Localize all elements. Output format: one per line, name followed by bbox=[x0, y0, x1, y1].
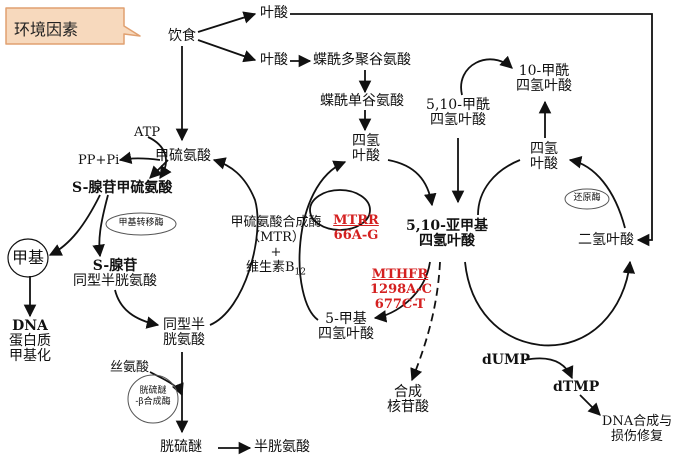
node-pteroylpolyglutamate: 蝶酰多聚谷氨酸 bbox=[313, 52, 411, 68]
node-dna-repair: DNA合成与损伤修复 bbox=[601, 414, 673, 444]
node-serine: 丝氨酸 bbox=[110, 360, 150, 375]
arrow-methenyl-formyl bbox=[460, 55, 513, 96]
node-nucleotide-synthesis: 合成核苷酸 bbox=[387, 384, 429, 415]
node-methyl: 甲基 bbox=[11, 248, 44, 267]
node-dtmp: dTMP bbox=[553, 379, 600, 395]
arrow-methionine-sam bbox=[149, 159, 169, 179]
node-folate-top: 叶酸 bbox=[260, 5, 288, 21]
arrow-thf2-methylene bbox=[477, 159, 521, 216]
node-folate-mid: 叶酸 bbox=[260, 52, 288, 68]
node-formyl-thf: 10-甲酰四氢叶酸 bbox=[516, 63, 572, 94]
node-methylene-thf: 5,10-亚甲基四氢叶酸 bbox=[406, 218, 488, 249]
mtrr-cycle bbox=[309, 189, 371, 231]
arrow-hcy-methionine bbox=[209, 157, 259, 326]
arrow-dtmp-dna bbox=[579, 394, 601, 416]
environment-callout: 环境因素 bbox=[14, 20, 79, 39]
arrow-sam-methyl bbox=[48, 194, 101, 256]
node-cystathionine: 胱硫醚 bbox=[160, 439, 202, 455]
node-methionine: 甲硫氨酸 bbox=[155, 148, 211, 164]
node-thf: 四氢叶酸 bbox=[352, 133, 380, 164]
arrow-dump-dtmp bbox=[524, 357, 574, 380]
methyl-ellipse bbox=[7, 238, 49, 278]
cbs-ellipse bbox=[127, 374, 179, 424]
node-dhf: 二氢叶酸 bbox=[578, 232, 634, 248]
arrow-sah-hcy bbox=[114, 289, 160, 329]
node-pteroylmonoglutamate: 蝶酰单谷氨酸 bbox=[320, 93, 404, 109]
callout-shape bbox=[5, 7, 141, 45]
arrow-serine-join bbox=[149, 371, 184, 397]
label-methyltransferase: 甲基转移酶 bbox=[118, 218, 164, 228]
methyltransferase-ellipse bbox=[105, 212, 177, 236]
node-diet: 饮食 bbox=[168, 28, 196, 44]
label-cbs: 胱硫醚-β合成酶 bbox=[135, 386, 171, 407]
node-atp: ATP bbox=[134, 125, 161, 140]
arrow-dhf-thf2 bbox=[568, 156, 626, 229]
arrow-thf-methylene bbox=[387, 159, 437, 207]
arrow-methyl-thf bbox=[298, 160, 347, 321]
arrow-ppi bbox=[118, 151, 161, 164]
reductase-ellipse bbox=[564, 188, 610, 210]
node-methyl-thf: 5-甲基四氢叶酸 bbox=[318, 311, 374, 342]
node-methionine-synthase: 甲硫氨酸合成酶 （MTR） + 维生素B12 bbox=[230, 215, 322, 278]
node-cysteine: 半胱氨酸 bbox=[254, 439, 310, 455]
node-dump: dUMP bbox=[482, 352, 531, 368]
node-methenyl-thf: 5,10-甲酰四氢叶酸 bbox=[426, 97, 490, 128]
node-homocysteine: 同型半胱氨酸 bbox=[163, 317, 205, 348]
arrow-sam-sah bbox=[92, 194, 109, 258]
node-sam: S-腺苷甲硫氨酸 bbox=[72, 180, 173, 196]
label-reductase: 还原酶 bbox=[573, 193, 601, 203]
arrow-methylene-methyl bbox=[373, 261, 431, 323]
arrow-diet-folate-mid bbox=[197, 39, 257, 63]
arrow-methylene-nucleotide bbox=[410, 261, 441, 382]
arrow-methylene-dump bbox=[464, 260, 636, 347]
node-ppi: PP+Pi bbox=[78, 153, 120, 168]
node-sah: S-腺苷同型半胱氨酸 bbox=[73, 258, 157, 289]
arrow-folate-to-dhf bbox=[290, 13, 653, 247]
node-thf2: 四氢叶酸 bbox=[530, 141, 558, 172]
arrow-diet-folate-top bbox=[197, 11, 257, 33]
